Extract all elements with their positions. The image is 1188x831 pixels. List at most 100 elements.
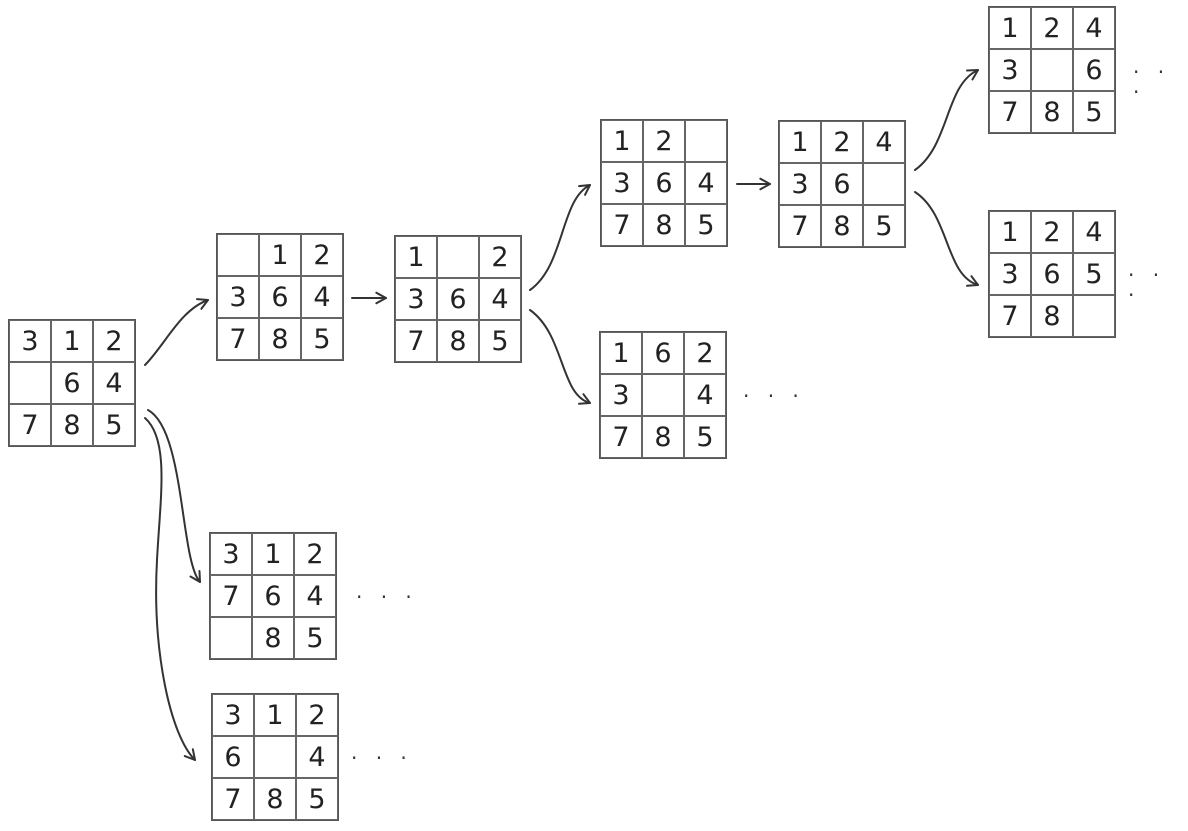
tile: 8 <box>1031 295 1073 337</box>
arrow-b0-b9 <box>144 417 196 761</box>
tile: 7 <box>217 318 259 360</box>
tile: 4 <box>1073 211 1115 253</box>
tile: 4 <box>1073 7 1115 49</box>
tile: 1 <box>51 320 93 362</box>
tile: 6 <box>51 362 93 404</box>
tile: 1 <box>395 236 437 278</box>
tile: 8 <box>821 205 863 247</box>
tile: 7 <box>989 91 1031 133</box>
tile: 1 <box>600 332 642 374</box>
ellipsis-b8: · · · <box>356 585 418 609</box>
tile: 5 <box>1073 91 1115 133</box>
tile: 2 <box>643 120 685 162</box>
tile: 7 <box>601 204 643 246</box>
tile: 5 <box>684 416 726 458</box>
arrow-b4-b5 <box>914 69 979 171</box>
tile: 6 <box>212 736 254 778</box>
tile: 6 <box>1031 253 1073 295</box>
arrowhead-b2-b3 <box>578 184 591 196</box>
arrow-b2-b7 <box>529 309 591 404</box>
tile: 4 <box>294 575 336 617</box>
tile: 7 <box>989 295 1031 337</box>
arrowhead-b2-b7 <box>578 393 591 405</box>
tile: 3 <box>600 374 642 416</box>
tile: 2 <box>294 533 336 575</box>
tile: 8 <box>51 404 93 446</box>
tile: 7 <box>395 320 437 362</box>
tile: 7 <box>779 205 821 247</box>
tile: 3 <box>210 533 252 575</box>
tile: 5 <box>301 318 343 360</box>
tile: 1 <box>779 121 821 163</box>
arrow-b4-b6 <box>914 191 979 286</box>
tile: 1 <box>989 211 1031 253</box>
arrow-b0-b8 <box>147 409 201 583</box>
ellipsis-b9: · · · <box>351 746 413 770</box>
tile: 8 <box>642 416 684 458</box>
empty-tile <box>210 617 252 659</box>
tile: 5 <box>479 320 521 362</box>
empty-tile <box>642 374 684 416</box>
tile: 5 <box>294 617 336 659</box>
tile: 6 <box>821 163 863 205</box>
tile: 6 <box>1073 49 1115 91</box>
arrowhead-b4-b6 <box>966 275 979 287</box>
tile: 2 <box>821 121 863 163</box>
tile: 2 <box>684 332 726 374</box>
tile: 1 <box>252 533 294 575</box>
arrow-b0-b1 <box>144 299 209 366</box>
arrowhead-b0-b8 <box>189 570 201 583</box>
tile: 1 <box>254 694 296 736</box>
tile: 1 <box>989 7 1031 49</box>
tile: 4 <box>684 374 726 416</box>
tile: 3 <box>779 163 821 205</box>
tile: 5 <box>863 205 905 247</box>
tile: 7 <box>210 575 252 617</box>
empty-tile <box>437 236 479 278</box>
tile: 3 <box>217 276 259 318</box>
tile: 2 <box>1031 7 1073 49</box>
tile: 1 <box>601 120 643 162</box>
tile: 2 <box>479 236 521 278</box>
arrowhead-b3-b4 <box>759 177 771 191</box>
arrowhead-b0-b9 <box>183 748 196 761</box>
ellipsis-b5: · · · <box>1133 60 1171 104</box>
tile: 1 <box>259 234 301 276</box>
empty-tile <box>1031 49 1073 91</box>
tile: 5 <box>1073 253 1115 295</box>
tile: 7 <box>9 404 51 446</box>
tile: 2 <box>1031 211 1073 253</box>
tile: 4 <box>685 162 727 204</box>
arrowhead-b4-b5 <box>966 69 979 81</box>
empty-tile <box>863 163 905 205</box>
tile: 6 <box>642 332 684 374</box>
arrowhead-b0-b1 <box>196 298 209 310</box>
tile: 4 <box>301 276 343 318</box>
tile: 4 <box>863 121 905 163</box>
tile: 4 <box>479 278 521 320</box>
tile: 2 <box>93 320 135 362</box>
ellipsis-b7: · · · <box>743 384 805 408</box>
empty-tile <box>254 736 296 778</box>
tile: 6 <box>643 162 685 204</box>
tile: 8 <box>1031 91 1073 133</box>
tile: 8 <box>254 778 296 820</box>
tile: 6 <box>259 276 301 318</box>
ellipsis-b6: · · · <box>1128 263 1166 307</box>
tile: 7 <box>212 778 254 820</box>
tile: 3 <box>212 694 254 736</box>
tile: 5 <box>93 404 135 446</box>
tile: 6 <box>252 575 294 617</box>
tile: 8 <box>437 320 479 362</box>
